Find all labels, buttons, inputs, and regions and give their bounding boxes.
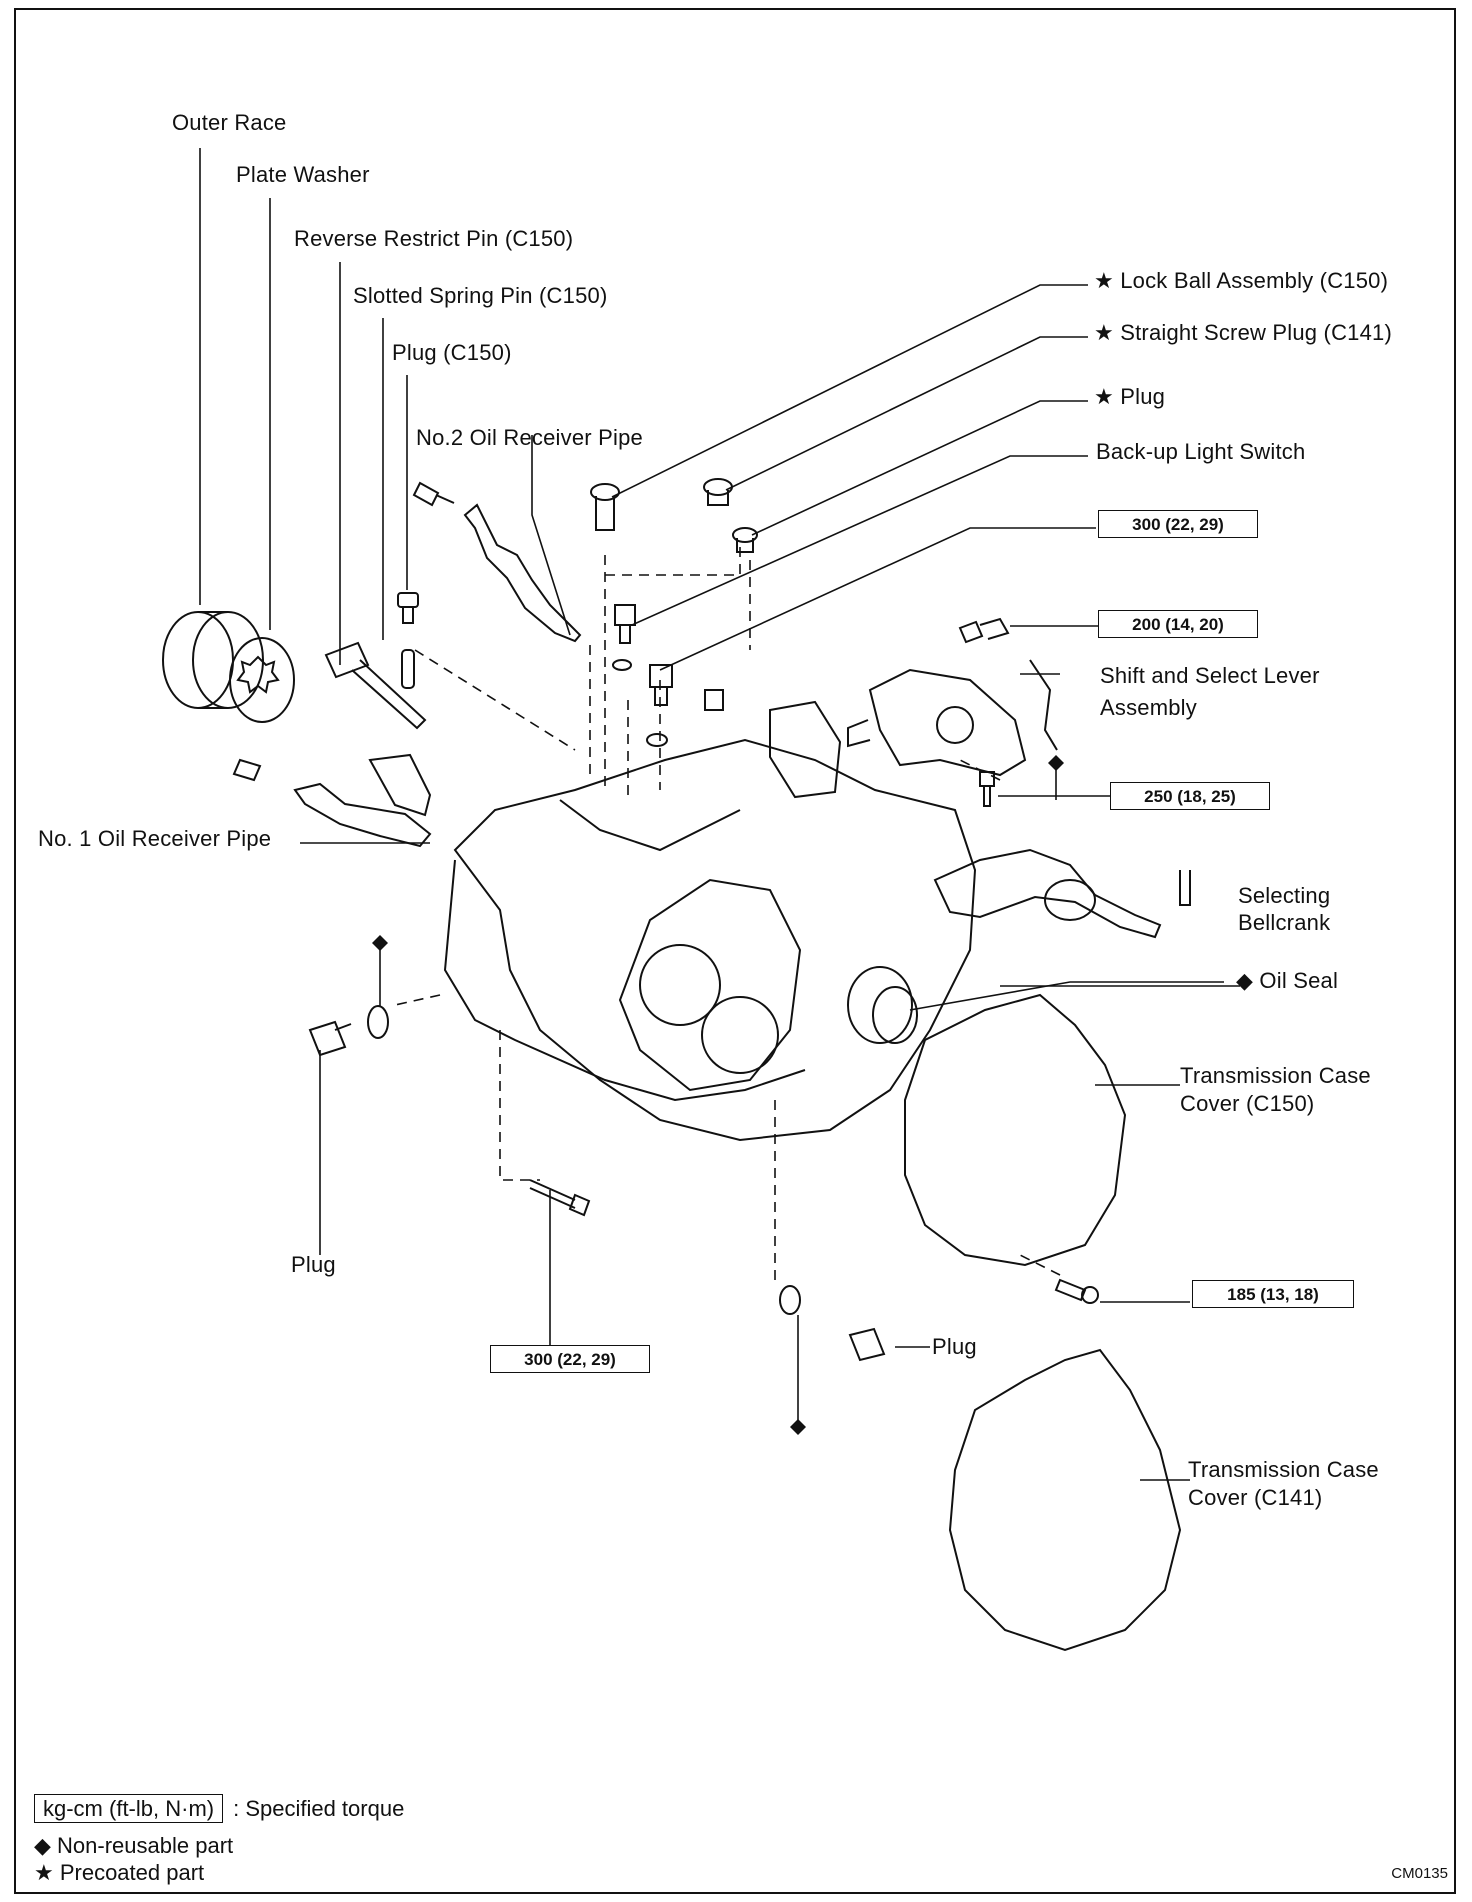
bolt-300-bottom-part	[529, 1179, 591, 1217]
washer-part	[367, 1005, 389, 1039]
plug-bottom-part	[848, 1327, 886, 1362]
label-plug-star: ★ Plug	[1094, 384, 1166, 409]
label-lock-ball-assembly: ★ Lock Ball Assembly (C150)	[1094, 268, 1389, 293]
label-case-cover-c150: Transmission Case Cover (C150)	[1180, 1063, 1371, 1116]
label-no1-oil-receiver-pipe: No. 1 Oil Receiver Pipe	[38, 826, 272, 851]
label-plug-bottom: Plug	[932, 1334, 977, 1359]
label-selecting-bellcrank: Selecting Bellcrank	[1238, 883, 1331, 935]
washer-part	[779, 1285, 801, 1315]
legend-precoated: ★ Precoated part	[34, 1860, 205, 1885]
lock-ball-assembly-part	[590, 483, 620, 531]
label-no2-oil-receiver-pipe: No.2 Oil Receiver Pipe	[416, 425, 643, 450]
legend-torque-desc: : Specified torque	[233, 1796, 405, 1821]
gasket-part	[769, 700, 842, 799]
label-plate-washer: Plate Washer	[236, 162, 370, 187]
bolt-part	[412, 481, 455, 507]
legend-torque: kg-cm (ft-lb, N·m) : Specified torque	[34, 1794, 405, 1823]
no1-oil-receiver-pipe-part	[232, 753, 432, 848]
case-cover-c150-part	[904, 993, 1127, 1267]
transmission-case-part	[443, 738, 977, 1142]
torque-box-300-top: 300 (22, 29)	[1098, 510, 1258, 538]
plate-washer-part	[229, 637, 295, 723]
label-straight-screw-plug: ★ Straight Screw Plug (C141)	[1094, 320, 1392, 345]
label-slotted-spring-pin: Slotted Spring Pin (C150)	[353, 283, 608, 308]
figure-code: CM0135	[1391, 1865, 1448, 1882]
label-reverse-restrict-pin: Reverse Restrict Pin (C150)	[294, 226, 574, 251]
bolt-185-part	[1054, 1278, 1099, 1304]
plug-star-part	[732, 527, 758, 553]
slotted-spring-pin-part	[401, 649, 415, 689]
plug-c150-part	[397, 592, 419, 624]
nonreusable-markers	[372, 755, 1064, 1435]
plug-left-part	[308, 1020, 352, 1057]
legend-nonreusable: ◆ Non-reusable part	[34, 1833, 234, 1858]
washer-part	[646, 733, 668, 747]
selecting-bellcrank-part	[933, 848, 1191, 939]
reverse-restrict-pin-part	[324, 641, 427, 730]
label-plug-c150: Plug (C150)	[392, 340, 512, 365]
torque-box-300-bottom: 300 (22, 29)	[490, 1345, 650, 1373]
washer-part	[612, 659, 632, 671]
torque-box-250: 250 (18, 25)	[1110, 782, 1270, 810]
label-shift-select-lever: Shift and Select Lever Assembly	[1100, 663, 1320, 720]
shift-select-lever-part	[847, 659, 1058, 777]
straight-screw-plug-part	[703, 478, 733, 506]
oil-seal-part	[847, 966, 918, 1044]
dashed-lines	[394, 545, 1061, 1285]
label-backup-light-switch: Back-up Light Switch	[1096, 439, 1306, 464]
outer-race-part	[162, 611, 264, 709]
torque-bolt-part	[649, 664, 673, 706]
legend-torque-unit: kg-cm (ft-lb, N·m)	[34, 1794, 224, 1823]
bolt-250-part	[979, 771, 995, 807]
torque-box-185: 185 (13, 18)	[1192, 1280, 1354, 1308]
torque-box-200: 200 (14, 20)	[1098, 610, 1258, 638]
bolt-200-part	[958, 617, 1010, 644]
no2-oil-receiver-pipe-part	[463, 503, 582, 643]
diagram-frame	[14, 8, 1456, 1894]
label-oil-seal: ◆ Oil Seal	[1236, 968, 1339, 993]
backup-switch-part	[614, 604, 636, 644]
label-case-cover-c141: Transmission Case Cover (C141)	[1188, 1457, 1379, 1510]
label-plug-left: Plug	[291, 1252, 336, 1277]
leader-lines	[199, 148, 1240, 1481]
label-outer-race: Outer Race	[172, 110, 287, 135]
case-cover-c141-part	[948, 1348, 1182, 1652]
plug-small-part	[704, 689, 724, 711]
